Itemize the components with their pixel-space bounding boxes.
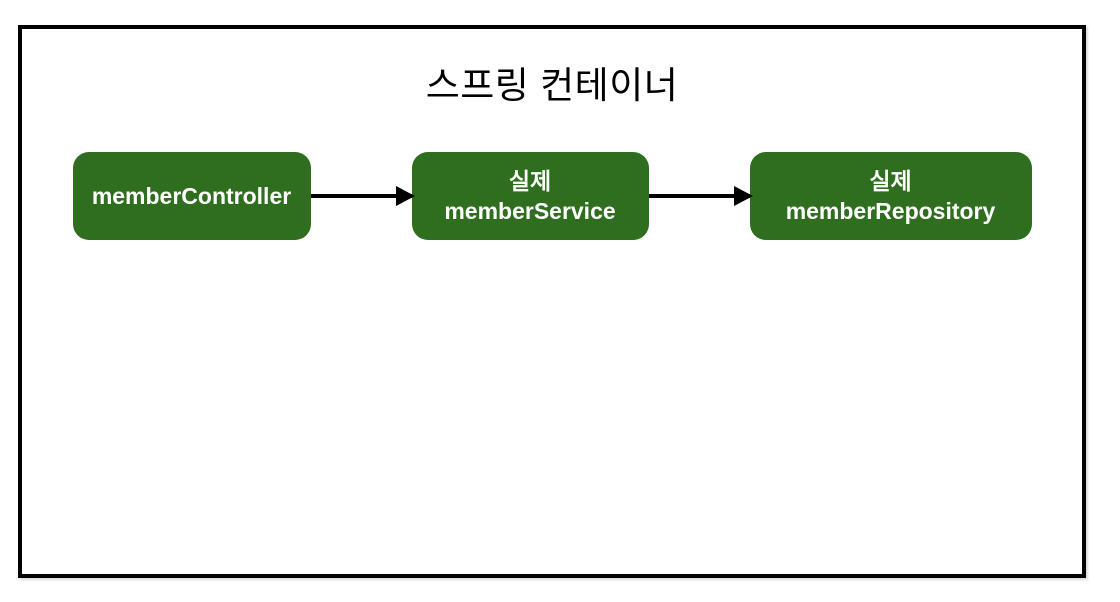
arrow-service-to-repository-icon: [648, 194, 750, 198]
node-label: memberController: [91, 183, 292, 209]
diagram-title: 스프링 컨테이너: [425, 65, 679, 106]
node-label-prefix: 실제: [508, 168, 552, 194]
node-label: memberService: [444, 198, 616, 224]
node-member-controller: memberController: [72, 152, 311, 240]
node-label-prefix: 실제: [869, 168, 912, 194]
node-row: memberController 실제 memberService 실제 mem…: [22, 152, 1082, 240]
node-member-repository: 실제 memberRepository: [749, 152, 1032, 240]
spring-container-frame: 스프링 컨테이너 memberController 실제 memberServi…: [18, 25, 1086, 578]
node-label: memberRepository: [785, 198, 996, 224]
arrow-controller-to-service-icon: [310, 194, 412, 198]
node-member-service: 실제 memberService: [411, 152, 649, 240]
